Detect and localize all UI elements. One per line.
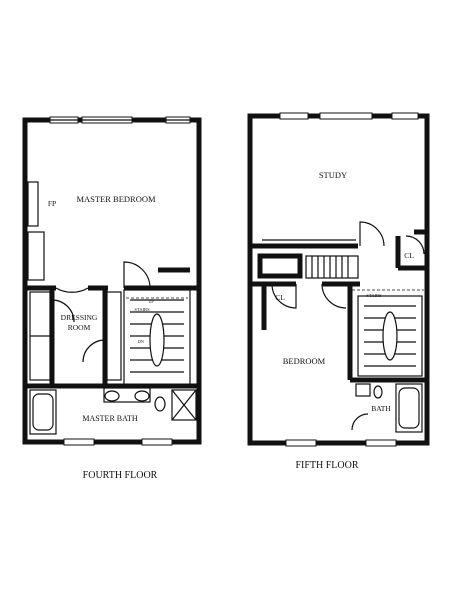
room-label-dressing-1: DRESSING	[61, 313, 98, 322]
stairs-fifth-upper	[305, 255, 359, 279]
fourth-floor-plan: MASTER BEDROOM FP DRESSING ROOM MASTER B…	[22, 116, 202, 481]
floor-title-fourth: FOURTH FLOOR	[83, 470, 158, 481]
door-swing	[359, 221, 385, 247]
bathtub	[395, 383, 423, 433]
bathtub	[29, 389, 57, 435]
window	[391, 112, 419, 120]
room-label-closet-study: CL	[404, 251, 414, 260]
sink	[134, 390, 150, 402]
stairs-fourth	[123, 289, 191, 386]
sink	[355, 383, 371, 397]
shower	[171, 389, 197, 421]
room-label-closet-bedroom: CL	[275, 293, 285, 302]
door-swing	[271, 283, 297, 309]
door-swing	[123, 261, 151, 289]
fifth-floor-outer-wall	[247, 113, 430, 446]
door-swing	[321, 283, 347, 309]
window	[141, 438, 173, 446]
sink	[104, 390, 120, 402]
door-swing	[55, 287, 89, 293]
floor-title-fifth: FIFTH FLOOR	[295, 460, 358, 471]
stairs-label: STAIRS	[134, 307, 150, 312]
toilet	[154, 396, 166, 412]
window	[319, 112, 373, 120]
fourth-floor-outer-wall	[22, 117, 202, 445]
room-label-fireplace: FP	[48, 199, 56, 208]
room-label-master-bedroom: MASTER BEDROOM	[76, 194, 156, 204]
fifth-floor-plan: STUDY CL CL BEDROOM BATH STAIRS FIFTH FL…	[247, 112, 430, 471]
room-label-bath: BATH	[371, 404, 391, 413]
window	[279, 112, 309, 120]
room-label-bedroom: BEDROOM	[283, 356, 326, 366]
stairs-label: STAIRS	[366, 293, 382, 298]
room-label-dressing-2: ROOM	[68, 323, 91, 332]
room-label-study: STUDY	[319, 170, 347, 180]
window	[63, 438, 95, 446]
window	[285, 439, 317, 447]
room-label-master-bath: MASTER BATH	[82, 414, 138, 423]
stairs-fifth-lower	[357, 295, 423, 377]
stair-well	[382, 311, 398, 361]
stairs-up-label: UP	[148, 299, 154, 304]
stairs-down-label: DN	[138, 339, 144, 344]
window	[365, 439, 397, 447]
toilet	[373, 385, 383, 399]
fireplace	[27, 181, 39, 227]
stair-well	[149, 313, 165, 367]
